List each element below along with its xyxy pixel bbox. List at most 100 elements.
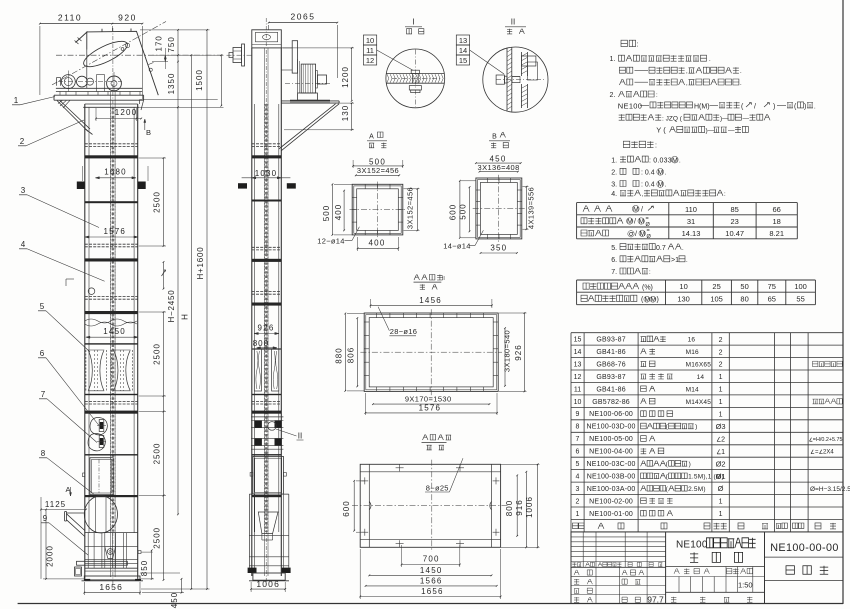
- svg-text:2: 2: [721, 436, 725, 443]
- svg-text:3X152=456: 3X152=456: [357, 166, 399, 175]
- svg-text:3: 3: [21, 186, 26, 195]
- svg-text:B: B: [492, 133, 497, 140]
- svg-text:/: /: [635, 231, 637, 238]
- svg-text:I: I: [412, 18, 414, 27]
- svg-text:M16: M16: [686, 349, 699, 356]
- svg-text:NE100: NE100: [618, 101, 642, 110]
- svg-text:80: 80: [740, 294, 748, 303]
- svg-text:15: 15: [459, 56, 467, 65]
- svg-text:1450: 1450: [103, 327, 126, 336]
- svg-text:(: (: [666, 461, 669, 468]
- svg-text:1656: 1656: [99, 582, 123, 592]
- svg-text:2500: 2500: [153, 443, 162, 465]
- svg-text:1350: 1350: [167, 73, 176, 95]
- svg-text:15: 15: [574, 337, 582, 344]
- svg-text:2500: 2500: [153, 527, 162, 549]
- svg-text:3: 3: [576, 486, 580, 493]
- svg-text:8: 8: [41, 449, 46, 458]
- svg-text:97.7: 97.7: [647, 595, 664, 605]
- svg-text:=H/0.2+5.75: =H/0.2+5.75: [813, 437, 843, 443]
- svg-text:2: 2: [576, 498, 580, 505]
- svg-text:12−ø14: 12−ø14: [317, 237, 344, 246]
- svg-text:1.: 1.: [611, 157, 617, 164]
- svg-text::: :: [637, 42, 639, 49]
- svg-text:A: A: [369, 133, 374, 140]
- svg-text:8−ø25: 8−ø25: [426, 484, 449, 493]
- svg-text:926: 926: [514, 344, 523, 360]
- svg-text:10: 10: [679, 282, 687, 291]
- svg-text:II: II: [298, 432, 302, 441]
- svg-text:,: ,: [642, 192, 644, 198]
- svg-text:8.21: 8.21: [769, 229, 784, 238]
- svg-text:H−2450: H−2450: [167, 289, 176, 322]
- svg-text:7.: 7.: [611, 269, 617, 276]
- svg-text:Ø3: Ø3: [716, 422, 726, 431]
- svg-text:14: 14: [697, 374, 705, 381]
- svg-text:.: .: [740, 81, 742, 87]
- svg-text:850: 850: [140, 560, 149, 576]
- svg-text:)—: )—: [706, 128, 715, 135]
- svg-text:/: /: [634, 219, 636, 226]
- svg-text:): ): [773, 103, 775, 110]
- svg-text:1006: 1006: [256, 579, 280, 589]
- svg-text:9: 9: [576, 411, 580, 418]
- svg-text:NE100-04-00: NE100-04-00: [589, 449, 633, 456]
- svg-text:105: 105: [710, 294, 723, 303]
- svg-text:(: (: [666, 486, 669, 493]
- svg-text:1: 1: [719, 511, 723, 518]
- svg-text:=: =: [646, 216, 649, 222]
- svg-text:100: 100: [794, 282, 807, 291]
- svg-text:(: (: [666, 424, 669, 431]
- svg-text:600: 600: [449, 204, 458, 220]
- svg-text:/: /: [754, 103, 756, 110]
- svg-text:806: 806: [347, 347, 356, 363]
- svg-text:Ø: Ø: [646, 222, 651, 228]
- svg-text:M: M: [645, 297, 650, 304]
- svg-text:: JZQ (: : JZQ (: [662, 116, 683, 123]
- svg-text:1456: 1456: [419, 296, 442, 305]
- svg-text:400: 400: [369, 239, 386, 248]
- svg-text:.: .: [665, 171, 667, 177]
- svg-text:800: 800: [253, 339, 269, 348]
- svg-text:350: 350: [490, 243, 507, 252]
- svg-text:2000: 2000: [46, 545, 55, 567]
- svg-text:1200: 1200: [341, 66, 350, 88]
- svg-text:1576: 1576: [419, 403, 442, 412]
- svg-text:NE100-06-00: NE100-06-00: [589, 411, 633, 418]
- svg-text:400: 400: [334, 204, 343, 220]
- svg-text:M: M: [640, 231, 646, 238]
- svg-text:B: B: [146, 128, 151, 137]
- svg-text:75: 75: [768, 282, 776, 291]
- svg-text:1: 1: [14, 96, 19, 105]
- svg-text:(%): (%): [642, 284, 653, 291]
- svg-text:.: .: [814, 104, 816, 110]
- svg-text:23: 23: [731, 217, 739, 226]
- svg-text:50: 50: [740, 282, 748, 291]
- svg-text:NE100-01-00: NE100-01-00: [589, 511, 633, 518]
- svg-text:.: .: [665, 183, 667, 189]
- svg-text:1: 1: [721, 449, 725, 456]
- svg-text:170: 170: [155, 35, 164, 51]
- svg-text:H(M): H(M): [694, 103, 710, 110]
- svg-text:II: II: [442, 276, 445, 282]
- svg-text:10: 10: [574, 399, 582, 406]
- svg-text:M: M: [639, 219, 645, 226]
- svg-text:1: 1: [576, 511, 580, 518]
- svg-text:4.: 4.: [611, 191, 617, 198]
- svg-text:GB93-87: GB93-87: [596, 374, 625, 381]
- svg-text:2X4: 2X4: [823, 450, 834, 456]
- svg-text:920: 920: [118, 13, 137, 23]
- svg-text:,: ,: [686, 69, 688, 75]
- svg-text:7: 7: [41, 390, 46, 399]
- svg-text:700: 700: [423, 555, 440, 564]
- svg-text:(: (: [741, 103, 744, 110]
- svg-text:500: 500: [322, 205, 331, 221]
- svg-text:): ): [804, 103, 806, 110]
- svg-text:1.5M),1 (M): 1.5M),1 (M): [688, 474, 724, 481]
- svg-text:>1: >1: [671, 257, 679, 264]
- svg-text:M: M: [658, 170, 664, 177]
- svg-text:GB93-87: GB93-87: [596, 337, 625, 344]
- svg-text:1680: 1680: [104, 168, 127, 177]
- svg-text:1125: 1125: [45, 500, 66, 509]
- svg-text:13: 13: [459, 36, 467, 45]
